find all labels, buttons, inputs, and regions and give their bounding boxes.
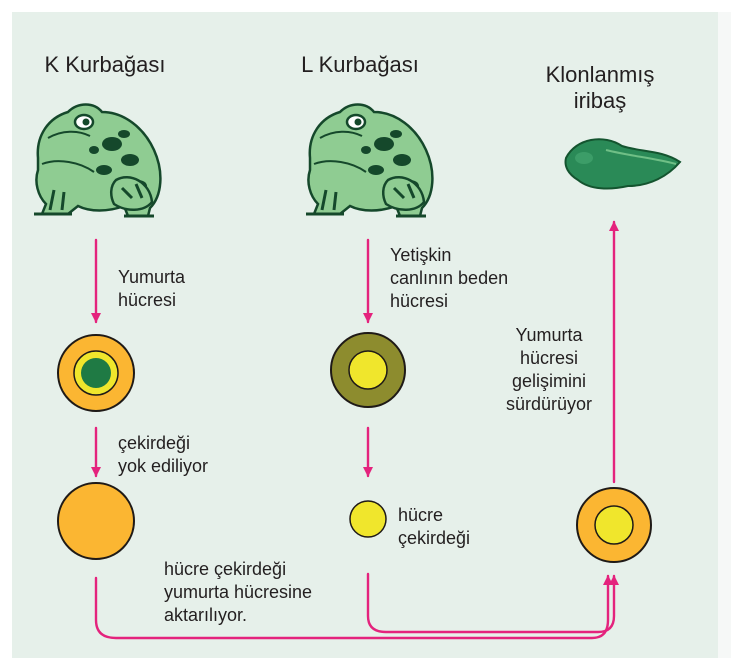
frog-k-title: K Kurbağası xyxy=(44,52,166,77)
body-cell-l xyxy=(330,332,406,408)
page-edge xyxy=(718,12,731,658)
nucleus-transferred-label: hücre çekirdeği yumurta hücresine aktarı… xyxy=(164,559,313,625)
cell-nucleus-label: hücre çekirdeği xyxy=(398,505,471,548)
tadpole-title: Klonlanmış iribaş xyxy=(545,62,655,113)
frog-l-title: L Kurbağası xyxy=(301,52,419,77)
egg-cell-k xyxy=(57,334,135,412)
adult-body-cell-label: Yetişkin canlının beden hücresi xyxy=(390,245,509,311)
frog-l-icon xyxy=(306,103,434,218)
arrow-nucleus-transfer xyxy=(366,572,620,634)
isolated-nucleus xyxy=(349,500,387,538)
egg-development-label: Yumurta hücresi gelişimini sürdürüyor xyxy=(505,325,593,414)
egg-cell-label: Yumurta hücresi xyxy=(118,267,186,310)
tadpole-icon xyxy=(564,138,682,190)
reconstructed-egg-cell xyxy=(576,487,652,563)
enucleated-egg-cell xyxy=(57,482,135,560)
nucleus-destroyed-label: çekirdeği yok ediliyor xyxy=(118,433,209,476)
frog-k-icon xyxy=(34,103,162,218)
arrow-enucleated-transfer xyxy=(94,574,614,640)
